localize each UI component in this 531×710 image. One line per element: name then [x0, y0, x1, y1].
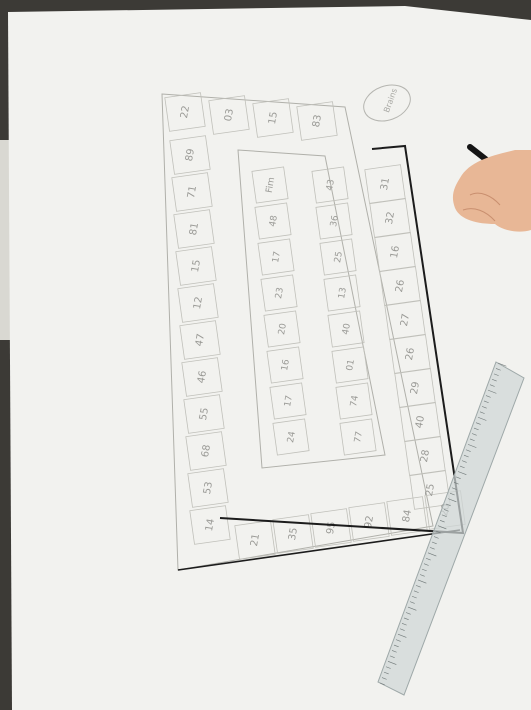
outer-cell-label: 81 — [188, 222, 201, 236]
outer-cell-label: 14 — [204, 518, 217, 532]
outer-cell-label: 12 — [192, 296, 205, 310]
outer-cell-label: 32 — [384, 211, 397, 225]
outer-cell-label: 31 — [379, 177, 392, 191]
outer-cell-label: 03 — [223, 108, 236, 122]
inner-cell-label: 20 — [277, 322, 289, 335]
outer-cell-label: 40 — [414, 415, 427, 429]
outer-cell-label: 95 — [325, 521, 338, 535]
outer-cell-label: 71 — [186, 185, 199, 199]
inner-cell-label: 43 — [325, 179, 337, 192]
outer-cell-label: 68 — [200, 444, 213, 458]
outer-cell-label: 15 — [267, 111, 280, 125]
outer-cell-label: 29 — [409, 381, 422, 395]
outer-cell-label: 16 — [389, 245, 402, 259]
inner-cell-label: 40 — [341, 322, 353, 335]
outer-cell-label: 26 — [404, 347, 417, 361]
outer-cell-label: 15 — [190, 259, 203, 273]
outer-cell-label: 47 — [194, 333, 207, 347]
inner-cell-label: 24 — [286, 430, 298, 443]
inner-cell-label: 77 — [353, 431, 365, 444]
outer-cell-label: 84 — [401, 509, 414, 523]
outer-cell-label: 28 — [419, 449, 432, 463]
inner-cell-label: 01 — [345, 359, 357, 372]
inner-cell-label: 17 — [271, 251, 283, 264]
outer-cell-label: 89 — [184, 148, 197, 162]
inner-cell-label: 74 — [349, 394, 361, 407]
inner-cell-label: 16 — [280, 358, 292, 371]
outer-cell-label: 22 — [179, 105, 192, 119]
inner-cell-label: 13 — [337, 287, 349, 300]
inner-cell-label: 48 — [268, 214, 280, 227]
outer-cell-label: 83 — [311, 114, 324, 128]
outer-cell-label: 26 — [394, 279, 407, 293]
outer-cell-label: 35 — [287, 527, 300, 541]
outer-cell-label: 25 — [424, 483, 437, 497]
inner-cell-label: 25 — [333, 251, 345, 264]
outer-cell-label: 21 — [249, 533, 262, 547]
inner-cell-label: 23 — [274, 287, 286, 300]
outer-cell-label: 27 — [399, 313, 412, 327]
inner-cell-label: 17 — [283, 395, 295, 408]
outer-cell-label: 55 — [198, 407, 211, 421]
outer-cell-label: 46 — [196, 370, 209, 384]
inner-cell-label: 36 — [329, 214, 341, 227]
outer-cell-label: 53 — [202, 481, 215, 495]
